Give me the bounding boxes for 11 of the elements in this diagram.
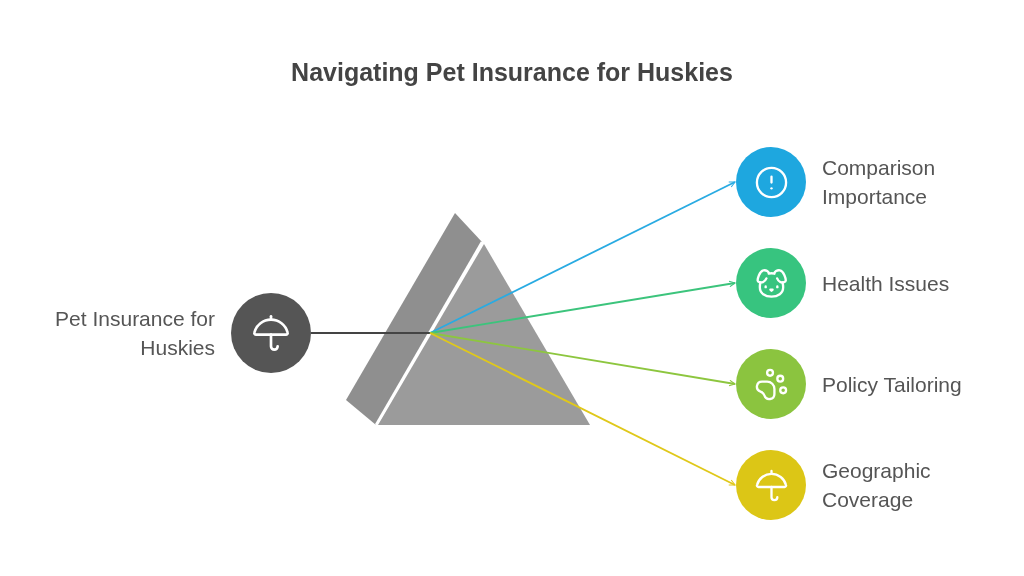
diagram-title: Navigating Pet Insurance for Huskies — [290, 58, 734, 87]
arrow — [429, 280, 736, 334]
arrow — [429, 332, 736, 387]
prism-drawing — [346, 213, 591, 426]
arrow — [429, 332, 736, 486]
node-label: Health Issues — [822, 270, 951, 297]
node-label: Pet Insurance for Huskies — [54, 306, 215, 361]
node-label: Comparison Importance — [822, 155, 937, 210]
node-label: Policy Tailoring — [822, 371, 963, 398]
arrow — [429, 181, 736, 334]
node-label: Geographic Coverage — [822, 458, 932, 513]
